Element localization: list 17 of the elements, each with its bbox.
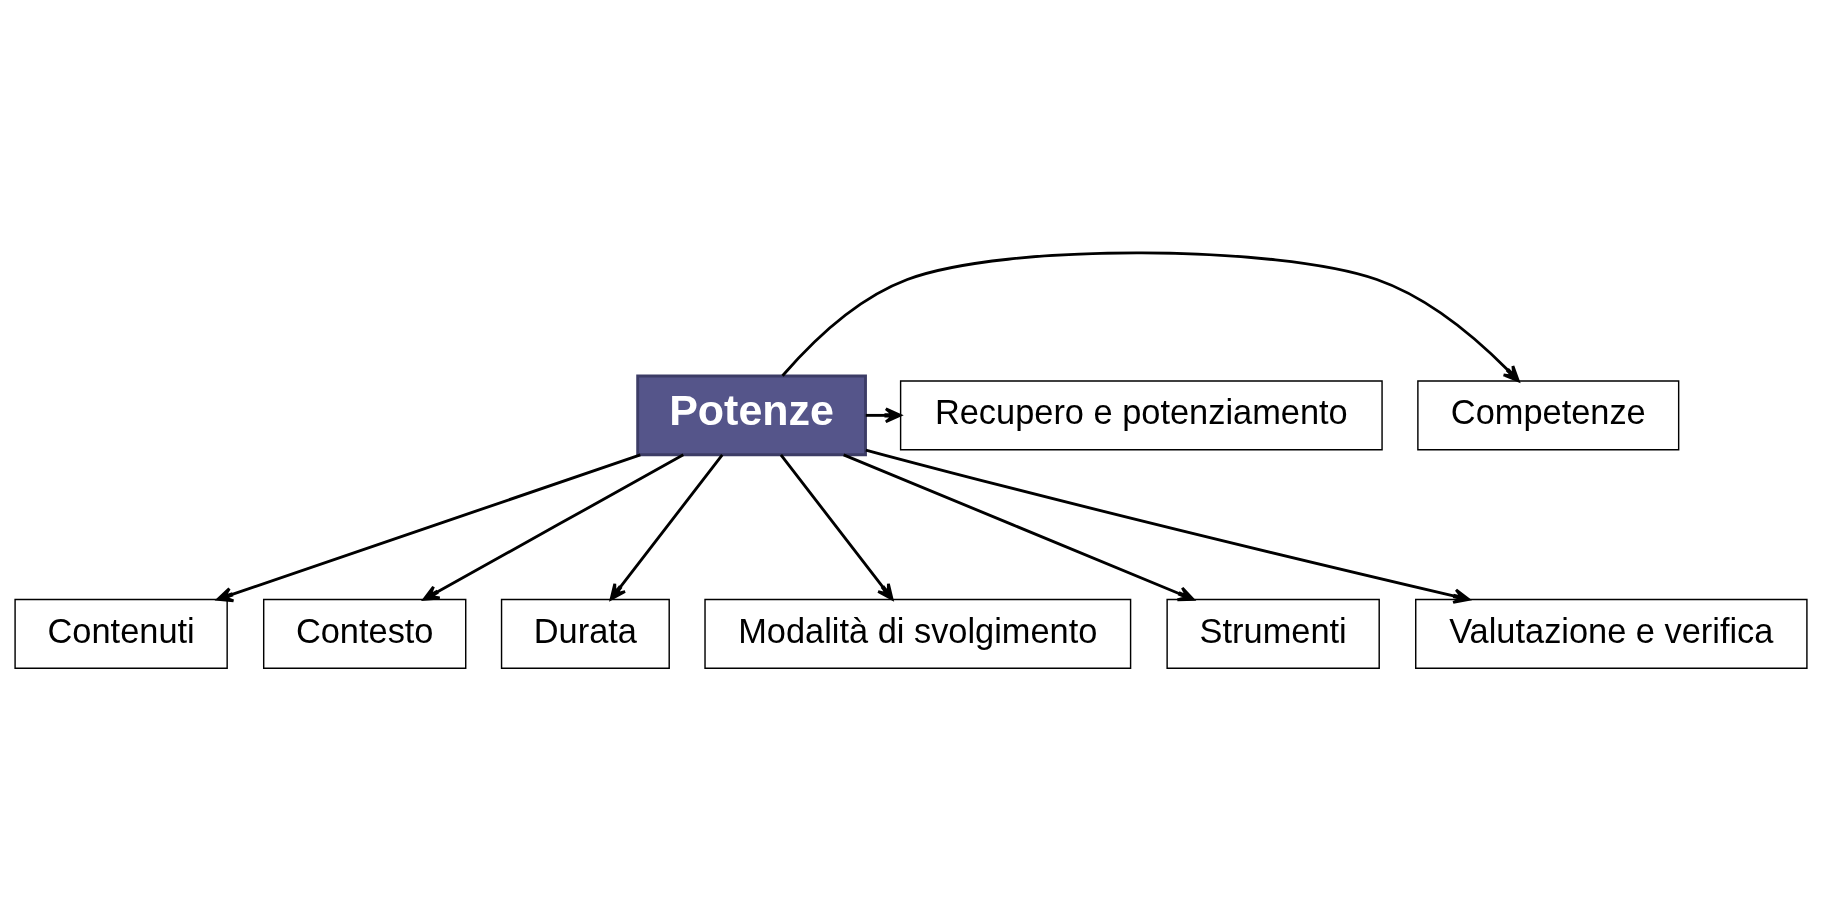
node-box: Contenuti	[14, 598, 228, 669]
arrow	[422, 453, 684, 601]
arrow	[843, 453, 1195, 602]
node-box: Competenze	[1417, 380, 1680, 451]
node-box: Durata	[500, 598, 670, 669]
node-box: Modalità di svolgimento	[704, 598, 1132, 669]
node-box: Contesto	[262, 598, 467, 669]
arrow	[609, 453, 724, 601]
arrow	[216, 453, 641, 603]
arrow	[779, 453, 894, 601]
node-box: Recupero e potenziamento	[899, 380, 1383, 451]
arrow	[865, 448, 1471, 604]
node-box: Potenze	[636, 374, 867, 457]
arrow	[865, 407, 902, 424]
node-box: Valutazione e verifica	[1415, 598, 1808, 669]
node-box: Strumenti	[1166, 598, 1380, 669]
arrow	[781, 251, 1520, 383]
